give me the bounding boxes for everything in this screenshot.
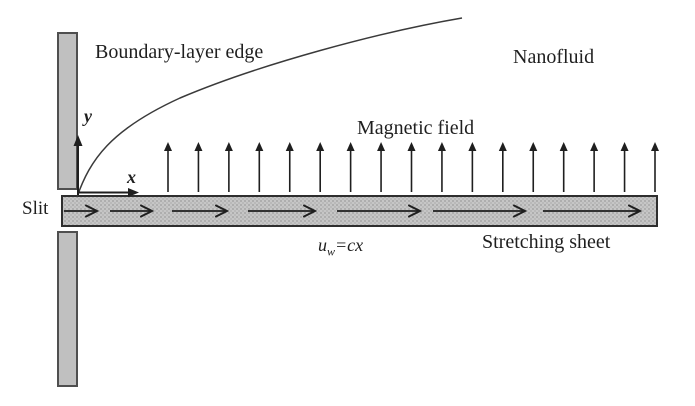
- slit-label: Slit: [22, 198, 49, 219]
- boundary-layer-edge-label: Boundary-layer edge: [95, 41, 264, 63]
- wall-velocity-variable: u: [318, 235, 327, 255]
- y-axis-arrow: [73, 135, 83, 195]
- wall-velocity-expression: =cx: [335, 235, 364, 255]
- boundary-layer-curve: [76, 17, 463, 198]
- wall-upper-segment: [57, 32, 78, 190]
- y-axis-label: y: [84, 106, 92, 126]
- x-axis-arrow: [78, 188, 139, 197]
- magnetic-field-label: Magnetic field: [357, 117, 475, 139]
- nanofluid-label: Nanofluid: [513, 46, 595, 68]
- x-axis-label: x: [127, 167, 136, 187]
- wall-lower-segment: [57, 231, 78, 387]
- stretching-sheet-label: Stretching sheet: [482, 231, 611, 253]
- sheet-stretch-arrows: [64, 204, 643, 218]
- wall-velocity-label: uw=cx: [318, 235, 363, 260]
- magnetic-field-arrows: [164, 142, 659, 192]
- wall-velocity-subscript: w: [327, 244, 336, 259]
